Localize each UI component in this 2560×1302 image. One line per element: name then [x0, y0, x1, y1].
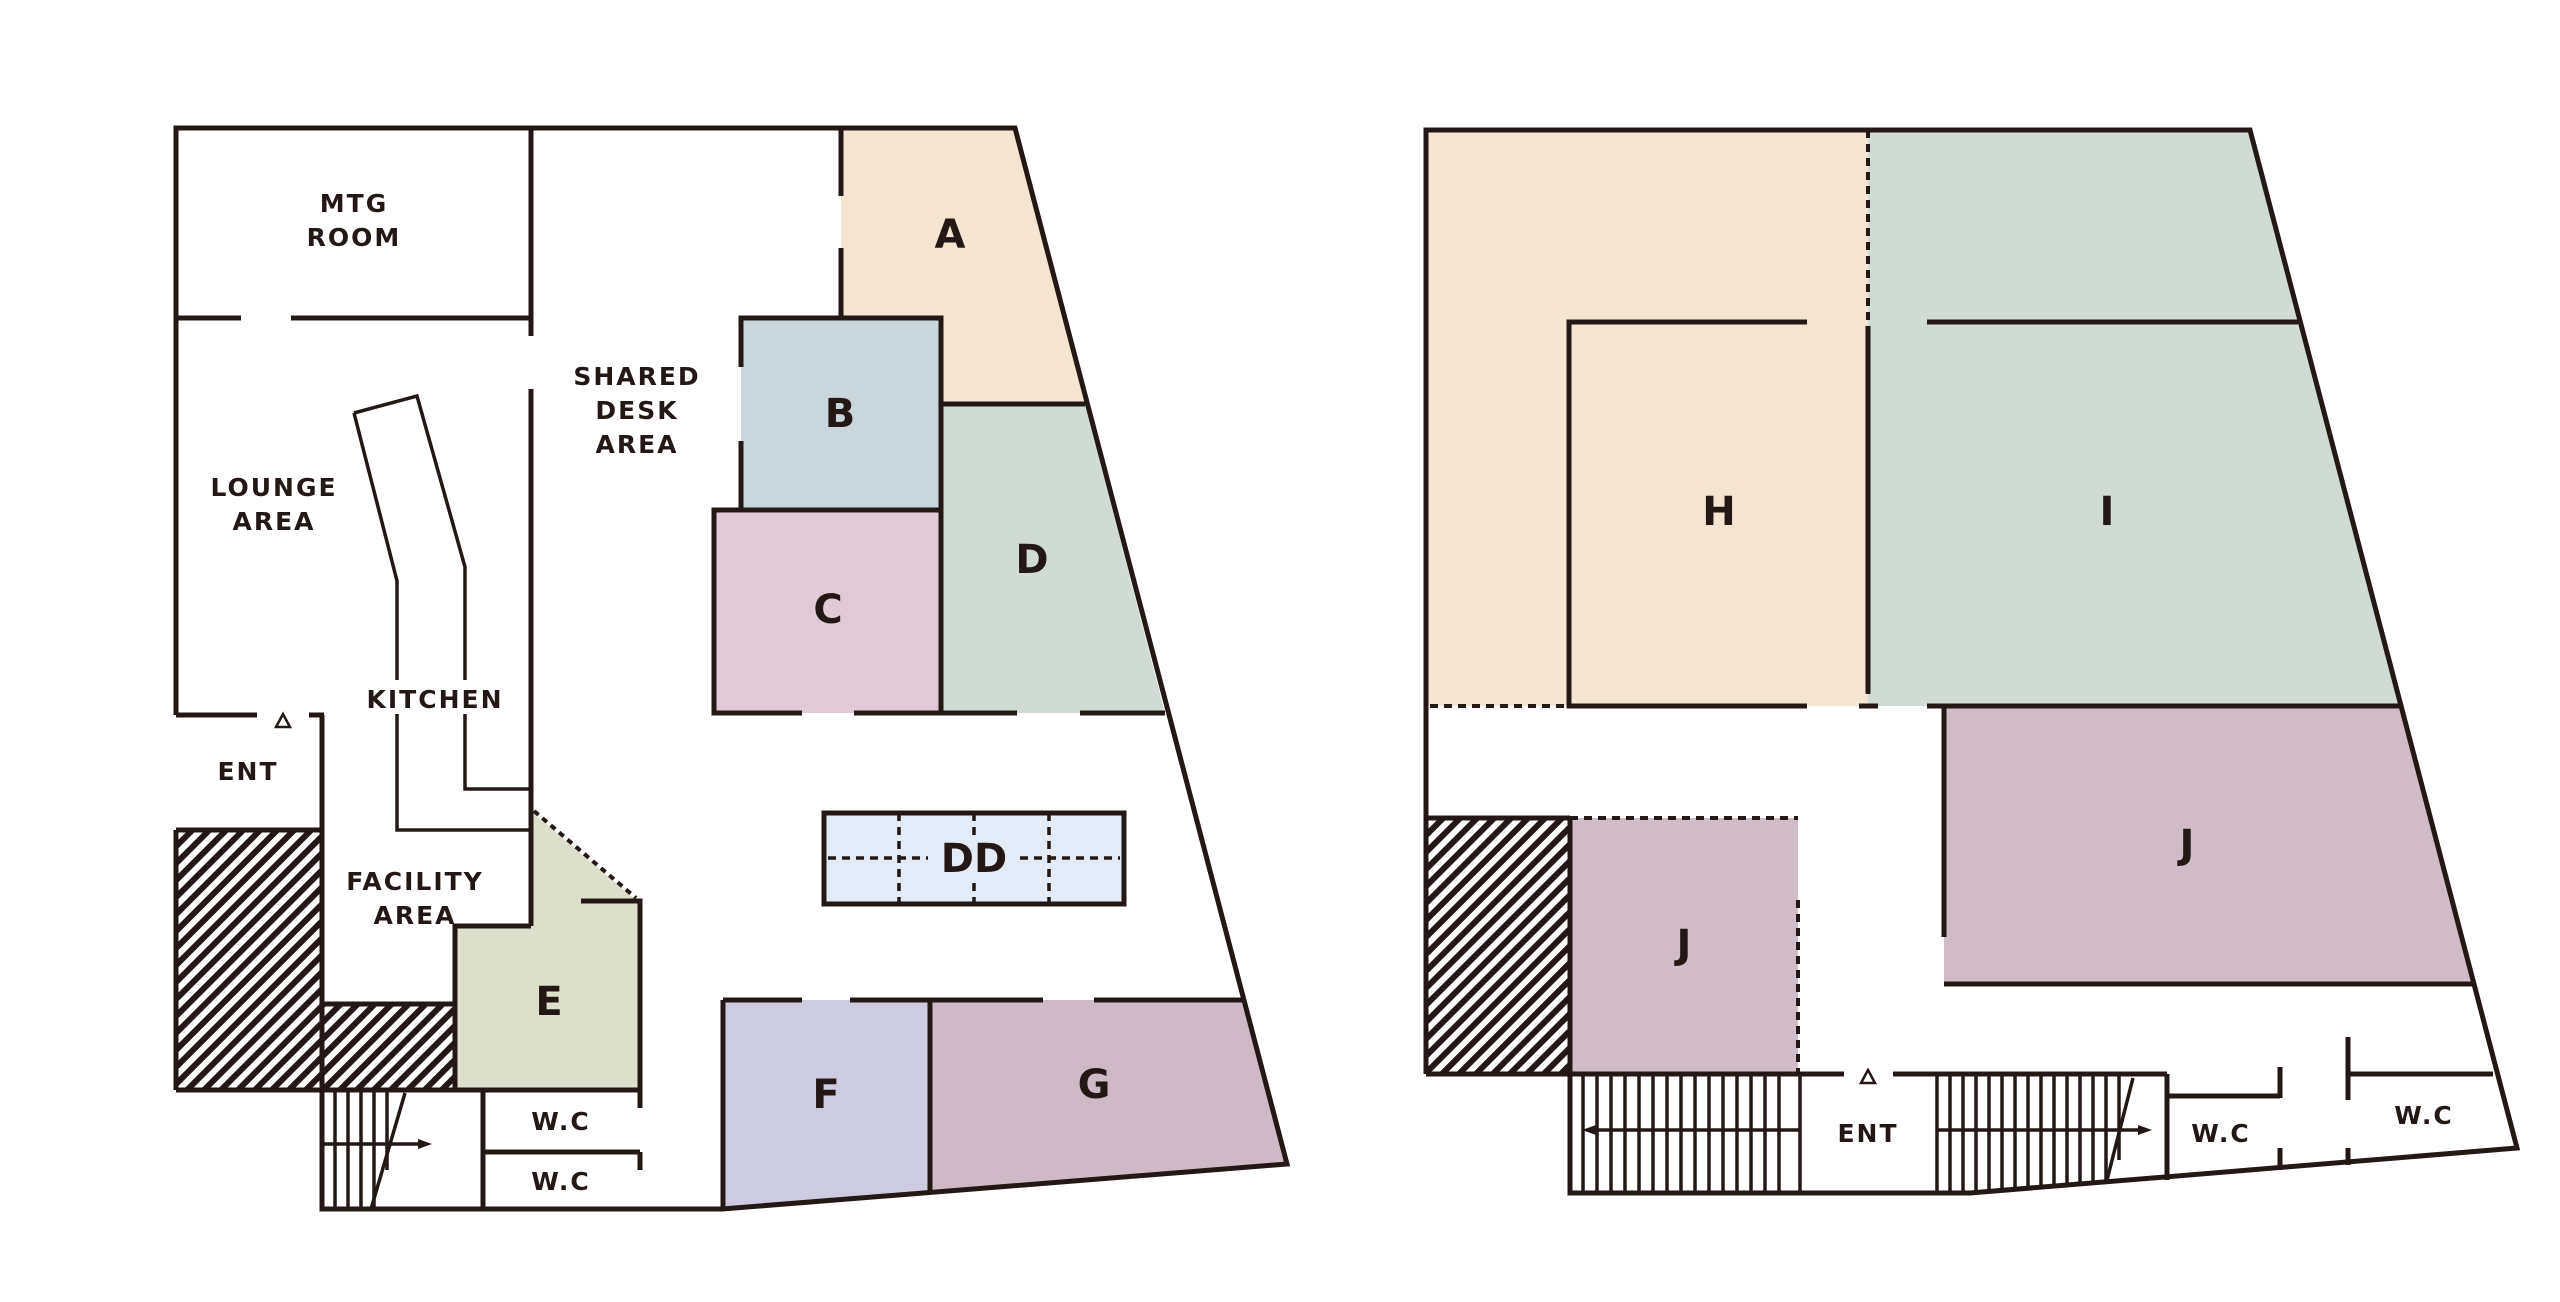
staircase-left	[1581, 1074, 1802, 1193]
entrance-marker-icon	[273, 711, 293, 729]
unit-g-area[interactable]	[930, 1000, 1287, 1193]
staircase-right	[1935, 1074, 2152, 1193]
outer-wall	[173, 125, 1291, 1212]
unit-h-area[interactable]	[1426, 130, 1868, 706]
stair-arrow-icon	[2138, 1125, 2152, 1135]
unit-g-label: G	[1078, 1062, 1111, 1108]
kitchen-counter-outer	[353, 393, 531, 791]
unit-h-wall	[1566, 319, 1807, 709]
hatched-block	[176, 830, 322, 1090]
floor-plan-right: ENT W.C W.C H I J J	[1423, 127, 2521, 1196]
unit-h-label: H	[1702, 489, 1735, 535]
unit-j-small-area[interactable]	[1570, 818, 1798, 1074]
unit-i-label: I	[2100, 489, 2115, 535]
stair-arrow-icon	[1582, 1125, 1596, 1135]
unit-d-label: D	[1015, 537, 1048, 583]
unit-b-area[interactable]	[741, 318, 941, 510]
unit-c-area[interactable]	[714, 510, 941, 713]
kitchen-label: KITCHEN	[367, 685, 504, 714]
kitchen-label-bg	[372, 680, 500, 714]
wc-label: W.C	[531, 1107, 590, 1136]
unit-f-area[interactable]	[722, 1000, 930, 1209]
unit-a-label: A	[935, 212, 966, 258]
entrance-label: ENT	[1837, 1119, 1898, 1148]
unit-d-area[interactable]	[941, 404, 1165, 713]
unit-j-large-area[interactable]	[1944, 706, 2474, 984]
unit-c-label: C	[813, 587, 842, 633]
wc-label: W.C	[2191, 1119, 2250, 1148]
hatched-block	[1426, 818, 1570, 1074]
unit-a-area[interactable]	[841, 128, 1085, 404]
kitchen-counter-inner	[352, 412, 531, 832]
wc-label: W.C	[531, 1167, 590, 1196]
unit-b-wall	[738, 315, 944, 713]
unit-e-area[interactable]	[455, 811, 640, 1089]
unit-j-small-label: J	[1674, 922, 1692, 968]
outer-wall	[1423, 127, 2521, 1196]
unit-j-large-label: J	[2177, 822, 2195, 868]
entrance-label: ENT	[217, 757, 278, 786]
unit-i-area[interactable]	[1868, 130, 2401, 706]
unit-e-label: E	[535, 979, 562, 1025]
unit-f-label: F	[812, 1072, 839, 1118]
stair-arrow-icon	[418, 1139, 432, 1149]
unit-e-wall	[581, 898, 643, 1090]
unit-c-wall	[711, 507, 941, 716]
wc-label: W.C	[2394, 1101, 2453, 1130]
entrance-marker-icon	[1858, 1067, 1878, 1085]
unit-dd-label: DD	[941, 836, 1007, 882]
staircase	[322, 1090, 432, 1210]
unit-e-wall	[452, 923, 531, 1090]
hatched-block-small	[322, 1004, 455, 1090]
unit-b-label: B	[825, 391, 856, 437]
unit-e-dotted-boundary	[532, 809, 638, 900]
unit-dd-label-bg	[936, 835, 1014, 879]
